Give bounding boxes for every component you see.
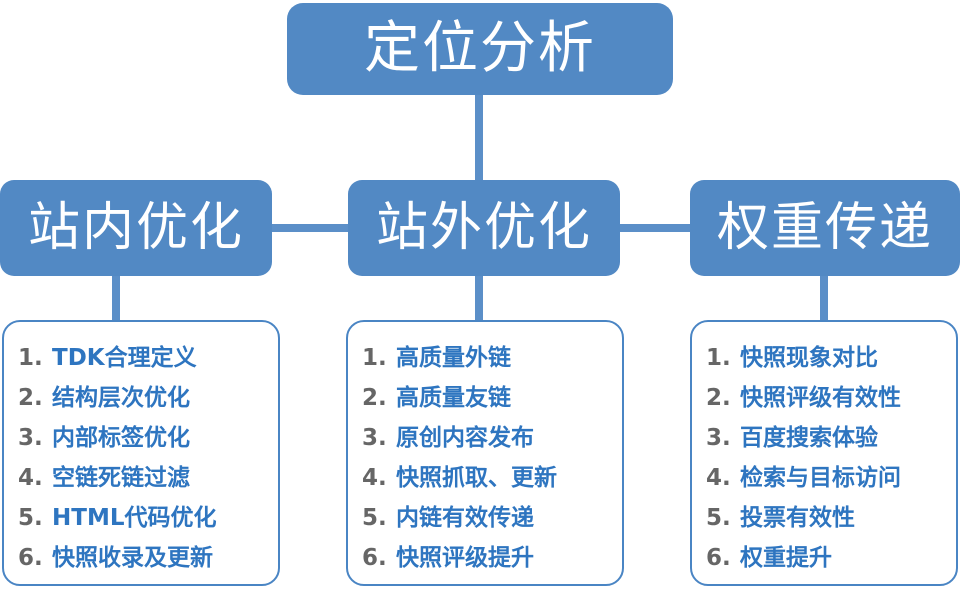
list-item-number: 3. <box>706 425 731 451</box>
list-item-number: 2. <box>362 385 387 411</box>
list-item-number: 4. <box>706 465 731 491</box>
list-item-label: HTML代码优化 <box>52 505 217 531</box>
list-item: 4. 快照抓取、更新 <box>362 458 616 498</box>
list-item: 3. 原创内容发布 <box>362 418 616 458</box>
node-onsite-optimization[interactable]: 站内优化 <box>0 180 272 276</box>
list-item-number: 2. <box>706 385 731 411</box>
list-item: 6. 权重提升 <box>706 538 950 578</box>
list-item: 5. 投票有效性 <box>706 498 950 538</box>
list-panel-onsite-optimization: 1. TDK合理定义 2. 结构层次优化 3. 内部标签优化 4. 空链死链过滤… <box>2 320 280 586</box>
connector-left-branch-to-list <box>112 272 120 326</box>
list-item-label: 检索与目标访问 <box>740 465 901 491</box>
list-item-label: 内部标签优化 <box>52 425 190 451</box>
list-item-label: 快照评级提升 <box>396 545 534 571</box>
node-label: 权重传递 <box>716 198 933 258</box>
list-item: 6. 快照收录及更新 <box>18 538 272 578</box>
connector-title-to-center <box>475 92 483 184</box>
node-label: 站外优化 <box>375 198 592 258</box>
list-item-number: 1. <box>18 345 43 371</box>
list-item-label: 空链死链过滤 <box>52 465 190 491</box>
list-panel-offsite-optimization: 1. 高质量外链 2. 高质量友链 3. 原创内容发布 4. 快照抓取、更新 5… <box>346 320 624 586</box>
list-item: 1. TDK合理定义 <box>18 338 272 378</box>
list-item-label: TDK合理定义 <box>52 345 197 371</box>
list-item-label: 权重提升 <box>740 545 832 571</box>
list-item-label: 百度搜索体验 <box>740 425 878 451</box>
list-item-number: 6. <box>706 545 731 571</box>
node-weight-transfer[interactable]: 权重传递 <box>690 180 960 276</box>
list-item-number: 6. <box>362 545 387 571</box>
list-item: 4. 检索与目标访问 <box>706 458 950 498</box>
connector-center-to-right <box>614 224 696 232</box>
list-item: 1. 高质量外链 <box>362 338 616 378</box>
list-item-label: 快照抓取、更新 <box>396 465 557 491</box>
list-item-label: 原创内容发布 <box>396 425 534 451</box>
connector-center-to-left <box>266 224 354 232</box>
list-item: 1. 快照现象对比 <box>706 338 950 378</box>
list-item-label: 快照收录及更新 <box>52 545 213 571</box>
list-item-number: 6. <box>18 545 43 571</box>
list-item-label: 快照现象对比 <box>740 345 878 371</box>
node-label: 定位分析 <box>364 16 596 81</box>
list-item: 5. 内链有效传递 <box>362 498 616 538</box>
list-item-label: 高质量外链 <box>396 345 511 371</box>
connector-center-branch-to-list <box>475 272 483 326</box>
list-item-number: 3. <box>18 425 43 451</box>
list-item: 4. 空链死链过滤 <box>18 458 272 498</box>
list-item-number: 4. <box>18 465 43 491</box>
node-offsite-optimization[interactable]: 站外优化 <box>348 180 620 276</box>
list-item: 2. 快照评级有效性 <box>706 378 950 418</box>
list-item: 2. 结构层次优化 <box>18 378 272 418</box>
list-item-number: 5. <box>18 505 43 531</box>
list-item-label: 投票有效性 <box>740 505 855 531</box>
list-item: 3. 内部标签优化 <box>18 418 272 458</box>
list-item: 5. HTML代码优化 <box>18 498 272 538</box>
node-label: 站内优化 <box>27 198 244 258</box>
connector-right-branch-to-list <box>820 272 828 326</box>
list-item: 6. 快照评级提升 <box>362 538 616 578</box>
list-panel-weight-transfer: 1. 快照现象对比 2. 快照评级有效性 3. 百度搜索体验 4. 检索与目标访… <box>690 320 958 586</box>
list-item-number: 2. <box>18 385 43 411</box>
list-item-number: 5. <box>706 505 731 531</box>
list-item-number: 4. <box>362 465 387 491</box>
node-positioning-analysis[interactable]: 定位分析 <box>287 3 673 95</box>
list-item-number: 5. <box>362 505 387 531</box>
list-item-number: 3. <box>362 425 387 451</box>
list-item-number: 1. <box>362 345 387 371</box>
list-item-label: 内链有效传递 <box>396 505 534 531</box>
list-item-label: 快照评级有效性 <box>740 385 901 411</box>
list-item-number: 1. <box>706 345 731 371</box>
list-item-label: 高质量友链 <box>396 385 511 411</box>
list-item: 3. 百度搜索体验 <box>706 418 950 458</box>
list-item: 2. 高质量友链 <box>362 378 616 418</box>
list-item-label: 结构层次优化 <box>52 385 190 411</box>
